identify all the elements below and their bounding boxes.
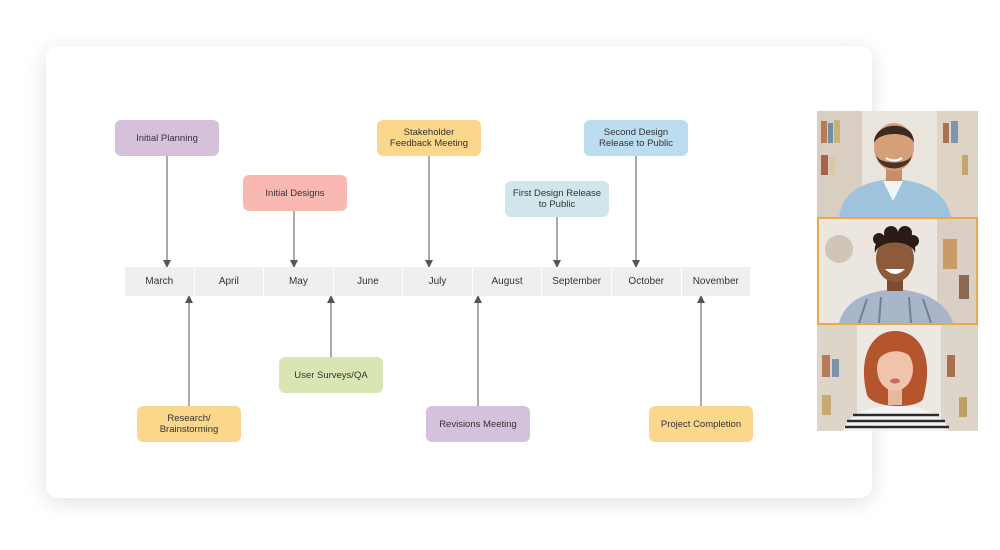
milestone-project-completion[interactable]: Project Completion bbox=[649, 406, 753, 442]
milestone-initial-designs[interactable]: Initial Designs bbox=[243, 175, 347, 211]
month-may: May bbox=[264, 267, 334, 296]
milestone-second-design-release[interactable]: Second Design Release to Public bbox=[584, 120, 688, 156]
month-august: August bbox=[472, 267, 543, 296]
participant-man-beard-video[interactable] bbox=[817, 111, 978, 217]
month-june: June bbox=[333, 267, 404, 296]
month-november: November bbox=[681, 267, 751, 296]
month-september: September bbox=[542, 267, 612, 296]
milestone-first-design-release[interactable]: First Design Release to Public bbox=[505, 181, 609, 217]
participant-man-curly-hair-video[interactable] bbox=[817, 217, 978, 325]
milestone-research-brainstorming[interactable]: Research/ Brainstorming bbox=[137, 406, 241, 442]
video-call-strip bbox=[817, 111, 978, 431]
milestone-user-surveys-qa[interactable]: User Surveys/QA bbox=[279, 357, 383, 393]
month-timeline: March April May June July August Septemb… bbox=[125, 267, 751, 296]
milestone-stakeholder-feedback-meeting[interactable]: Stakeholder Feedback Meeting bbox=[377, 120, 481, 156]
milestone-revisions-meeting[interactable]: Revisions Meeting bbox=[426, 406, 530, 442]
milestone-initial-planning[interactable]: Initial Planning bbox=[115, 120, 219, 156]
participant-woman-red-hair-video[interactable] bbox=[817, 325, 978, 431]
month-april: April bbox=[194, 267, 265, 296]
month-july: July bbox=[403, 267, 473, 296]
month-march: March bbox=[125, 267, 195, 296]
month-october: October bbox=[611, 267, 682, 296]
